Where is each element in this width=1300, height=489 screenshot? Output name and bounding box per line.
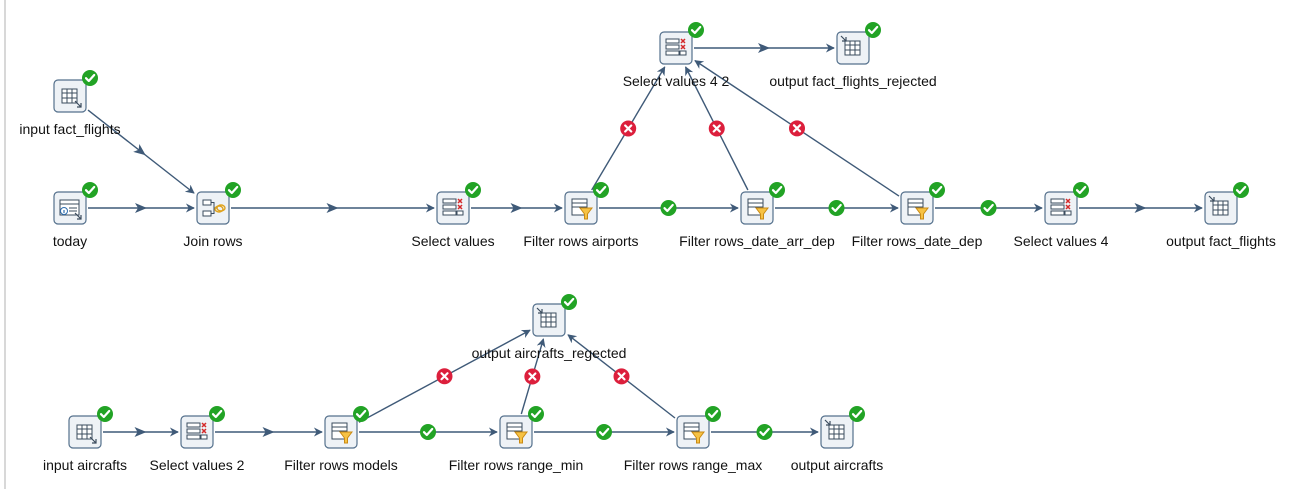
step-status-ok-icon xyxy=(97,406,113,422)
hop-direction-arrow xyxy=(262,427,275,437)
step-input-fact-flights[interactable] xyxy=(53,70,98,113)
table-output-icon xyxy=(824,419,845,440)
step-status-ok-icon xyxy=(465,182,481,198)
hop-direction-arrow xyxy=(758,43,770,53)
canvas-left-border xyxy=(4,0,6,489)
step-label: Select values xyxy=(411,233,495,249)
step-label: Select values 4 2 xyxy=(622,73,730,89)
hop-direction-arrow xyxy=(1134,203,1147,213)
table-input-icon xyxy=(76,424,97,444)
step-status-ok-icon xyxy=(528,406,544,422)
step-label: Join rows xyxy=(183,233,243,249)
hop-false-badge-icon xyxy=(613,368,630,385)
hop-true-badge-icon xyxy=(660,200,677,216)
filter-rows-icon xyxy=(747,198,769,220)
step-select-values-4[interactable] xyxy=(1044,182,1089,225)
hop-direction-arrow xyxy=(326,203,339,213)
hop-false-badge-icon xyxy=(620,120,637,137)
step-status-ok-icon xyxy=(865,22,881,38)
step-label: Select values 2 xyxy=(149,457,245,473)
step-status-ok-icon xyxy=(593,182,609,198)
step-label: Filter rows models xyxy=(284,457,398,473)
system-info-icon xyxy=(59,199,82,220)
hop-badges-layer xyxy=(420,120,997,440)
step-status-ok-icon xyxy=(353,406,369,422)
step-label: input fact_flights xyxy=(19,121,121,137)
hop-false-badge-icon xyxy=(789,120,805,137)
step-output-aircrafts[interactable] xyxy=(820,406,865,449)
step-status-ok-icon xyxy=(209,406,225,422)
step-label: Select values 4 xyxy=(1013,233,1109,249)
hop-direction-arrow xyxy=(134,427,147,437)
join-rows-icon xyxy=(202,199,226,217)
step-status-ok-icon xyxy=(705,406,721,422)
step-filter-rows-date-arr-dep[interactable] xyxy=(740,182,785,225)
step-label: output fact_flights_rejected xyxy=(769,73,937,89)
step-status-ok-icon xyxy=(561,294,577,310)
step-status-ok-icon xyxy=(929,182,945,198)
step-filter-rows-range-min[interactable] xyxy=(499,406,544,449)
step-status-ok-icon xyxy=(688,22,704,38)
select-values-icon xyxy=(186,422,208,440)
step-select-values[interactable] xyxy=(436,182,481,225)
filter-rows-icon xyxy=(331,422,353,444)
hop-direction-arrow xyxy=(510,203,523,213)
hop-direction-arrow xyxy=(133,143,146,156)
step-label: input aircrafts xyxy=(42,457,128,473)
step-output-fact-flights-rejected[interactable] xyxy=(836,22,881,65)
step-filter-rows-range-max[interactable] xyxy=(676,406,721,449)
filter-rows-icon xyxy=(506,422,528,444)
step-label: Filter rows airports xyxy=(523,233,639,249)
step-select-values-2[interactable] xyxy=(180,406,225,449)
step-status-ok-icon xyxy=(1233,182,1249,198)
step-today[interactable] xyxy=(53,182,98,225)
table-output-icon xyxy=(1208,195,1229,216)
step-label: Filter rows_date_arr_dep xyxy=(679,233,835,249)
step-select-values-4-2[interactable] xyxy=(659,22,704,65)
steps-layer xyxy=(53,22,1249,449)
step-status-ok-icon xyxy=(849,406,865,422)
step-label: Filter rows range_max xyxy=(623,457,763,473)
hop-true-badge-icon xyxy=(980,200,997,216)
step-output-fact-flights[interactable] xyxy=(1204,182,1249,225)
step-status-ok-icon xyxy=(225,182,241,198)
step-label: output aircrafts_regected xyxy=(471,345,627,361)
step-label: Filter rows_date_dep xyxy=(851,233,983,249)
table-output-icon xyxy=(840,35,861,56)
step-output-aircrafts-regected[interactable] xyxy=(532,294,577,337)
hop-direction-arrow xyxy=(135,203,147,213)
select-values-icon xyxy=(665,38,687,56)
table-input-icon xyxy=(61,88,82,108)
hop-true-badge-icon xyxy=(596,424,612,440)
step-join-rows[interactable] xyxy=(196,182,241,225)
step-label: Filter rows range_min xyxy=(448,457,584,473)
step-status-ok-icon xyxy=(82,70,98,86)
step-filter-rows-date-dep[interactable] xyxy=(900,182,945,225)
step-filter-rows-models[interactable] xyxy=(324,406,369,449)
step-filter-rows-airports[interactable] xyxy=(564,182,609,225)
hop-true-badge-icon xyxy=(828,200,845,216)
filter-rows-icon xyxy=(571,198,593,220)
hop-false-badge-icon xyxy=(436,368,453,385)
step-status-ok-icon xyxy=(1073,182,1089,198)
hop-true-badge-icon xyxy=(756,424,773,440)
select-values-icon xyxy=(1050,198,1072,216)
step-label: today xyxy=(52,233,88,249)
step-label: output fact_flights xyxy=(1166,233,1276,249)
table-output-icon xyxy=(536,307,557,328)
step-label: output aircrafts xyxy=(790,457,884,473)
hop-true-badge-icon xyxy=(420,424,436,440)
hop-false-badge-icon xyxy=(524,368,541,385)
step-input-aircrafts[interactable] xyxy=(68,406,113,449)
filter-rows-icon xyxy=(907,198,929,220)
filter-rows-icon xyxy=(683,422,705,444)
step-status-ok-icon xyxy=(769,182,785,198)
hop-false-badge-icon xyxy=(708,120,725,137)
step-status-ok-icon xyxy=(82,182,98,198)
select-values-icon xyxy=(442,198,464,216)
